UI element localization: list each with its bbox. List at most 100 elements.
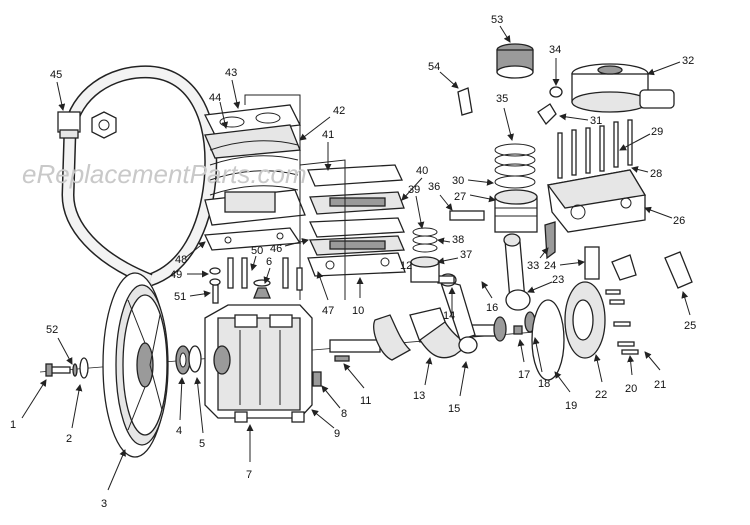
callout-26[interactable]: 26 — [644, 206, 685, 227]
callout-13[interactable]: 13 — [413, 357, 433, 402]
valve-plate-assembly[interactable] — [307, 164, 406, 277]
callout-8[interactable]: 8 — [321, 385, 347, 420]
callout-36[interactable]: 36 — [428, 181, 453, 211]
callout-11[interactable]: 11 — [343, 363, 371, 407]
connecting-rod-rear[interactable] — [503, 233, 531, 311]
discharge-tube[interactable] — [544, 221, 556, 260]
svg-text:49: 49 — [170, 269, 182, 281]
callout-10[interactable]: 10 — [352, 277, 364, 317]
callout-44[interactable]: 44 — [209, 92, 229, 129]
callout-37[interactable]: 37 — [437, 249, 472, 265]
callout-52[interactable]: 52 — [46, 324, 73, 365]
svg-text:17: 17 — [518, 369, 530, 381]
callout-49[interactable]: 49 — [170, 269, 209, 281]
callout-28[interactable]: 28 — [631, 166, 662, 180]
bearing-seal[interactable] — [175, 345, 202, 375]
svg-text:34: 34 — [549, 44, 561, 56]
high-pressure-head[interactable] — [546, 169, 647, 233]
callout-33[interactable]: 33 — [527, 247, 549, 272]
breather-fitting[interactable] — [549, 86, 563, 98]
wrist-pin[interactable] — [437, 275, 455, 284]
callout-18[interactable]: 18 — [532, 337, 550, 390]
callout-38[interactable]: 38 — [437, 234, 464, 246]
callout-20[interactable]: 20 — [625, 355, 637, 395]
gasket-rear[interactable] — [531, 299, 565, 381]
callout-5[interactable]: 5 — [194, 377, 205, 450]
svg-text:13: 13 — [413, 390, 425, 402]
svg-text:8: 8 — [341, 408, 347, 420]
callout-42[interactable]: 42 — [299, 105, 345, 141]
callout-24[interactable]: 24 — [544, 259, 585, 272]
callout-50[interactable]: 50 — [250, 245, 263, 271]
air-filter[interactable] — [571, 63, 675, 113]
svg-text:7: 7 — [246, 469, 252, 481]
filter-clip[interactable] — [457, 87, 473, 116]
piston-pin[interactable] — [449, 210, 485, 221]
callout-54[interactable]: 54 — [428, 61, 459, 89]
elbow-fitting[interactable] — [537, 103, 557, 126]
callout-31[interactable]: 31 — [559, 113, 602, 127]
callout-29[interactable]: 29 — [619, 126, 663, 151]
oil-plug[interactable] — [312, 371, 322, 387]
crankcase[interactable] — [204, 304, 313, 423]
crank-key[interactable] — [334, 355, 350, 362]
callout-22[interactable]: 22 — [593, 354, 607, 401]
check-valve[interactable] — [584, 246, 637, 281]
air-hose[interactable] — [57, 65, 218, 287]
main-bearing[interactable] — [493, 316, 507, 342]
callout-30[interactable]: 30 — [452, 175, 494, 187]
head-bolts-long[interactable] — [557, 119, 633, 179]
callout-16[interactable]: 16 — [481, 281, 498, 314]
svg-text:52: 52 — [46, 324, 58, 336]
piston-small[interactable] — [410, 227, 440, 283]
bearing-carrier[interactable] — [564, 281, 606, 359]
callout-12[interactable]: 12 — [400, 260, 412, 272]
callout-14[interactable]: 14 — [443, 287, 456, 322]
callout-43[interactable]: 43 — [225, 67, 241, 109]
callout-15[interactable]: 15 — [448, 361, 469, 415]
svg-text:15: 15 — [448, 403, 460, 415]
callout-39[interactable]: 39 — [408, 184, 425, 229]
callout-2[interactable]: 2 — [66, 384, 83, 445]
svg-text:21: 21 — [654, 379, 666, 391]
callout-6[interactable]: 6 — [263, 256, 272, 284]
head-bolts[interactable] — [209, 257, 303, 304]
svg-text:26: 26 — [673, 215, 685, 227]
callout-3[interactable]: 3 — [101, 449, 126, 510]
svg-text:11: 11 — [360, 395, 371, 407]
callout-46[interactable]: 46 — [270, 238, 309, 255]
crankshaft[interactable] — [329, 307, 496, 361]
flywheel-pulley[interactable] — [102, 272, 169, 458]
callout-53[interactable]: 53 — [491, 14, 511, 43]
callout-9[interactable]: 9 — [311, 409, 340, 440]
unloader-valve[interactable] — [664, 251, 693, 289]
callout-45[interactable]: 45 — [50, 69, 66, 111]
carrier-bolts[interactable] — [605, 289, 639, 355]
piston-large[interactable] — [494, 143, 538, 233]
svg-text:12: 12 — [400, 260, 412, 272]
callout-23[interactable]: 23 — [527, 274, 564, 293]
callout-34[interactable]: 34 — [549, 44, 561, 86]
filter-element[interactable] — [496, 43, 534, 79]
cylinder-head-assembly[interactable] — [204, 104, 306, 251]
callout-21[interactable]: 21 — [644, 351, 666, 391]
callout-51[interactable]: 51 — [174, 290, 211, 303]
callout-17[interactable]: 17 — [517, 339, 530, 381]
callout-4[interactable]: 4 — [176, 377, 186, 437]
callout-25[interactable]: 25 — [681, 291, 696, 332]
callout-32[interactable]: 32 — [647, 55, 694, 76]
svg-text:53: 53 — [491, 14, 503, 26]
callout-40[interactable]: 40 — [401, 165, 428, 201]
callout-1[interactable]: 1 — [10, 379, 47, 431]
svg-text:43: 43 — [225, 67, 237, 79]
pulley-bolt[interactable] — [45, 363, 71, 377]
pulley-washer[interactable] — [72, 357, 89, 379]
callout-35[interactable]: 35 — [496, 93, 514, 141]
callout-7[interactable]: 7 — [246, 424, 254, 481]
callout-19[interactable]: 19 — [554, 371, 577, 412]
bearing-small[interactable] — [513, 325, 523, 335]
callout-48[interactable]: 48 — [175, 241, 206, 266]
callout-27[interactable]: 27 — [454, 191, 496, 203]
callout-41[interactable]: 41 — [322, 129, 334, 171]
callout-47[interactable]: 47 — [316, 271, 334, 317]
